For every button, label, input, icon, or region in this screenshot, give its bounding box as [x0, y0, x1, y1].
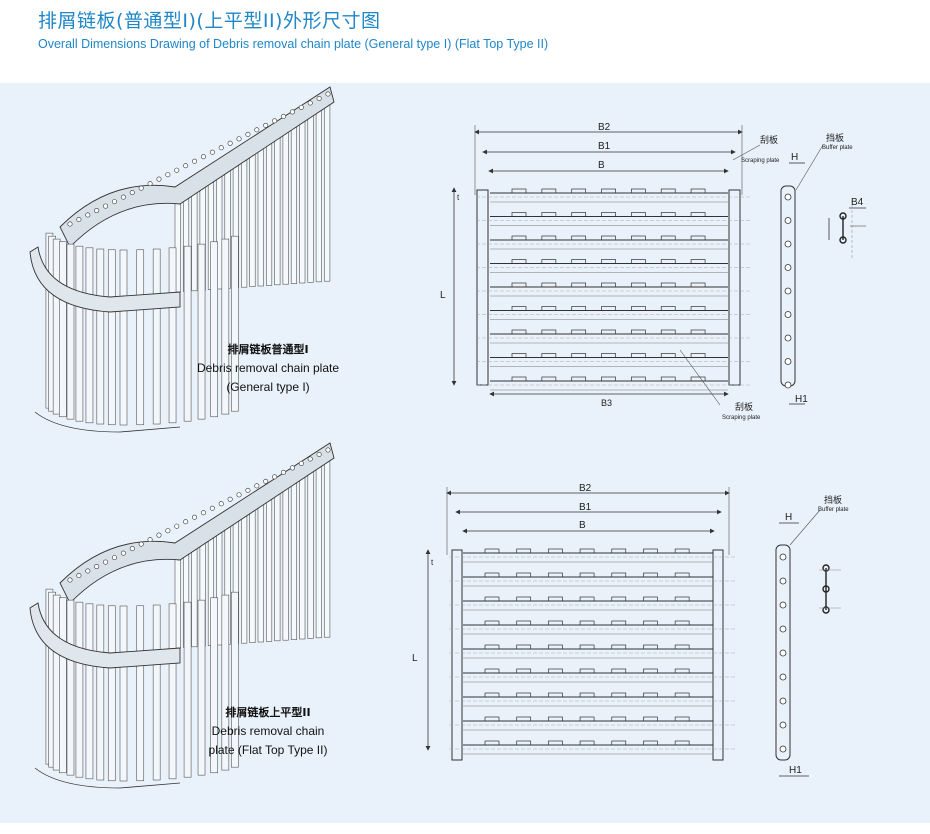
chain-illustration-general-type: [29, 86, 335, 433]
dimension-drawing-general-type: B2 B1 B B3 B4 H H1 L t 刮板 Scraping plate…: [440, 122, 866, 421]
dim2-b2: B2: [579, 483, 592, 494]
page-subtitle: Overall Dimensions Drawing of Debris rem…: [38, 37, 549, 51]
caption-general-type-en-2: (General type I): [226, 380, 310, 394]
dim2-b1: B1: [579, 502, 592, 513]
dim-b: B: [598, 160, 605, 171]
caption-flat-top-type-en-1: Debris removal chain: [211, 724, 325, 738]
dimension-drawing-flat-top-type: B2 B1 B H H1 L t 挡板 Buffer plate: [412, 483, 849, 777]
buffer-label-en: Buffer plate: [822, 145, 853, 151]
buffer2-label-en: Buffer plate: [818, 507, 849, 513]
caption-general-type-cn: 排屑链板普通型I: [227, 343, 309, 356]
dim-t: t: [457, 193, 460, 202]
chain-illustration-flat-top-type: [29, 442, 335, 789]
dim-b3: B3: [601, 398, 612, 408]
dim2-h1: H1: [789, 765, 802, 776]
caption-flat-top-type-cn: 排屑链板上平型II: [225, 706, 311, 719]
dim-h1: H1: [795, 394, 808, 405]
scraping-label-cn-bottom: 刮板: [735, 401, 753, 412]
page-title: 排屑链板(普通型I)(上平型II)外形尺寸图: [38, 10, 381, 32]
dim-l: L: [440, 290, 446, 301]
caption-flat-top-type: 排屑链板上平型II Debris removal chain plate (Fl…: [188, 703, 348, 760]
dim-b1: B1: [598, 141, 611, 152]
caption-flat-top-type-en-2: plate (Flat Top Type II): [208, 743, 328, 757]
scraping-label-en-top: Scraping plate: [741, 158, 780, 164]
scraping-label-cn-top: 刮板: [760, 134, 778, 145]
dim2-b: B: [579, 520, 586, 531]
dim-h: H: [791, 152, 798, 163]
dim-b4: B4: [851, 197, 864, 208]
dim2-t: t: [431, 558, 434, 567]
dim2-h: H: [785, 512, 792, 523]
dim-b2: B2: [598, 122, 611, 133]
caption-general-type: 排屑链板普通型I Debris removal chain plate (Gen…: [188, 340, 348, 397]
buffer2-label-cn: 挡板: [824, 494, 842, 505]
buffer-label-cn: 挡板: [826, 132, 844, 143]
scraping-label-en-bottom: Scraping plate: [722, 415, 761, 421]
caption-general-type-en-1: Debris removal chain plate: [196, 361, 340, 375]
dim2-l: L: [412, 653, 418, 664]
